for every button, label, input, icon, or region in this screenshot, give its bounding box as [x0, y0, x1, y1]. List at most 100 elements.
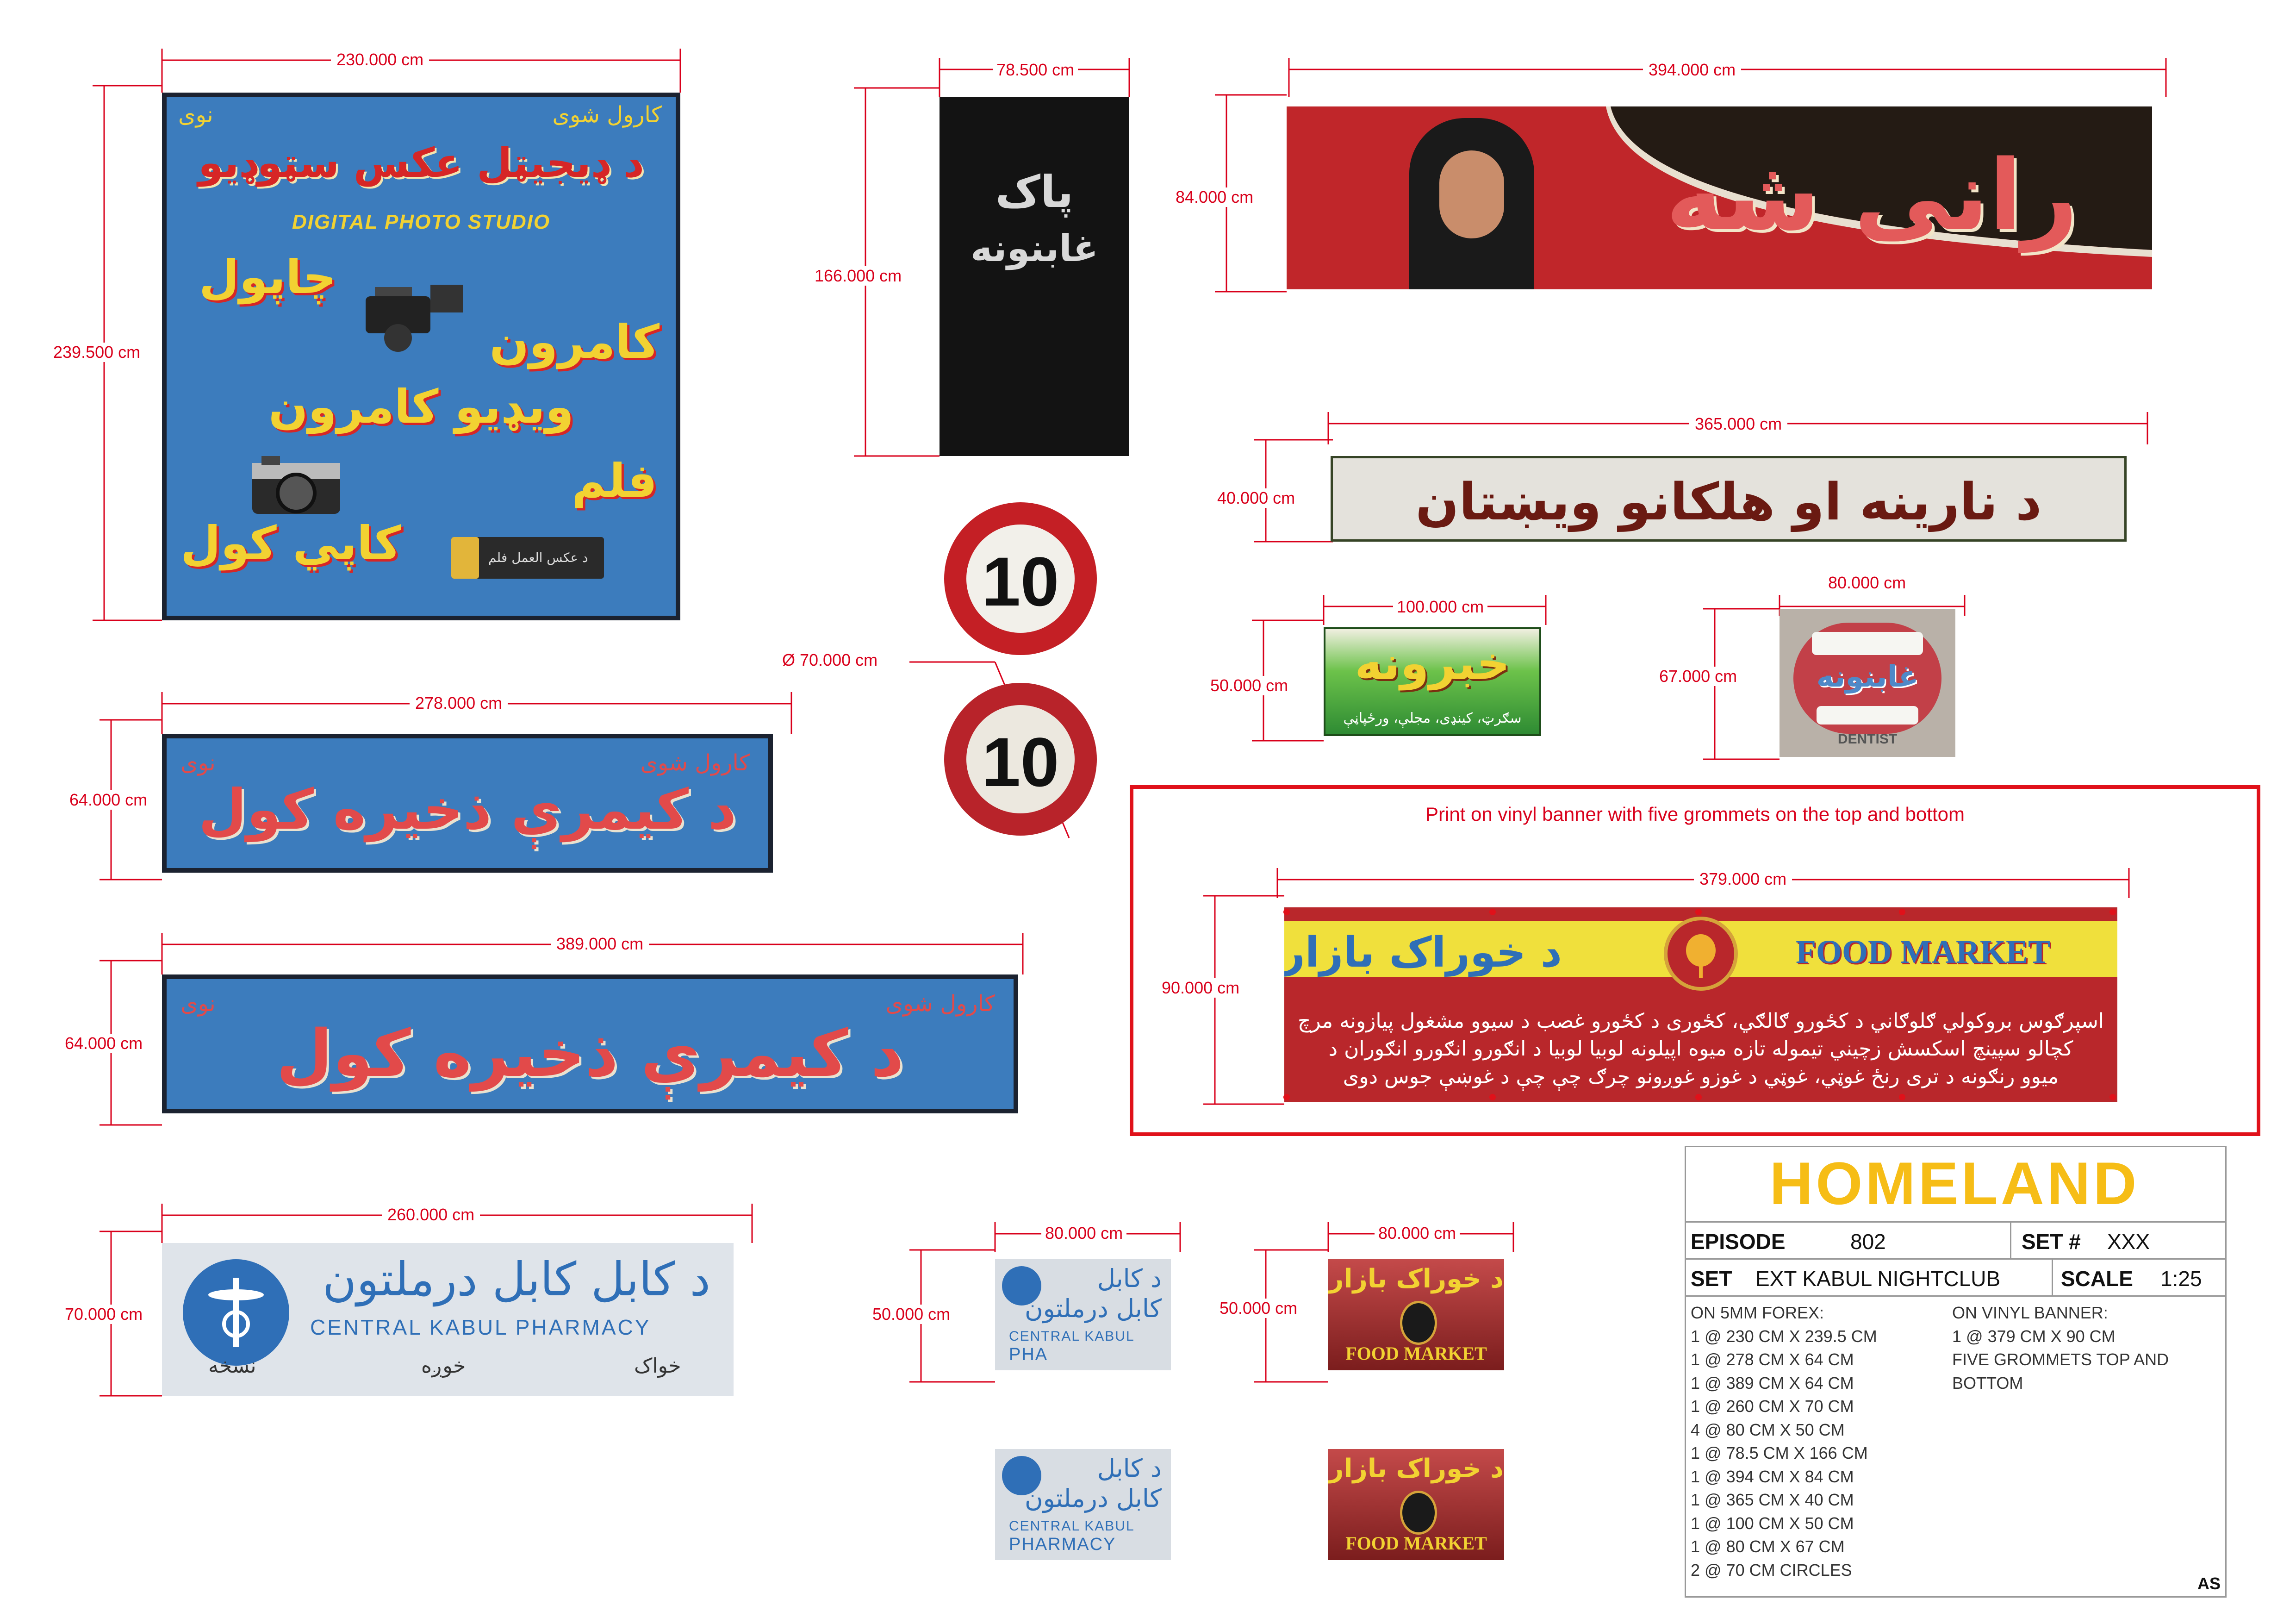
dim-label: 389.000 cm [551, 934, 649, 954]
pharmacy-small-sign: د کابل کابل درملتون CENTRAL KABUL PHA [995, 1259, 1171, 1370]
set-value: EXT KABUL NIGHTCLUB [1755, 1267, 2001, 1291]
barber-sign: د نارینه او هلکانو ویښتان [1331, 456, 2127, 542]
pharmacy-line: د کابل [1097, 1454, 1162, 1483]
tree-emblem-icon [1400, 1301, 1437, 1345]
video-camera-icon [366, 285, 463, 352]
camera-storage-text: د کیمرې ذخیره کول [198, 778, 737, 842]
pharmacy-line: کابل درملتون [1024, 1294, 1162, 1323]
dim-label: 80.000 cm [1828, 573, 1906, 593]
set-number-value: XXX [2107, 1230, 2150, 1254]
title-block: HOMELAND EPISODE 802 SET # XXX SET EXT K… [1685, 1146, 2227, 1598]
dentist-mouth-sign: غابنونه DENTIST [1780, 609, 1955, 757]
forex-item: 1 @ 389 CM X 64 CM [1691, 1373, 1854, 1393]
teeth [1812, 632, 1923, 655]
corner-text: نوی [180, 991, 216, 1017]
speed-limit-sign: 10 [944, 683, 1097, 836]
designer-initials: AS [2197, 1574, 2221, 1593]
tree-emblem-icon [1664, 917, 1738, 991]
food-title: د خوراک بازار [1329, 1264, 1504, 1294]
dim-label: 166.000 cm [815, 266, 902, 286]
dim-label: 379.000 cm [1694, 869, 1792, 889]
pharmacy-line: د کابل [1097, 1264, 1162, 1293]
dentist-en: DENTIST [1837, 731, 1898, 747]
pharmacy-en: CENTRAL KABUL [1009, 1518, 1135, 1534]
corner-text: نوی [180, 750, 216, 776]
scale-label: SCALE [2061, 1267, 2133, 1291]
forex-item: 1 @ 78.5 CM X 166 CM [1691, 1443, 1868, 1462]
dim-label: 40.000 cm [1217, 488, 1295, 508]
pharmacy-en: CENTRAL KABUL PHARMACY [310, 1315, 651, 1339]
forex-item: 1 @ 278 CM X 64 CM [1691, 1350, 1854, 1369]
dim-label: 64.000 cm [65, 1034, 143, 1053]
pharmacy-en: PHARMACY [1009, 1535, 1116, 1554]
teeth [1817, 706, 1918, 725]
pharmacy-bottom: خوږه [421, 1354, 466, 1378]
caduceus-icon [1002, 1266, 1041, 1305]
vinyl-note: Print on vinyl banner with five grommets… [1425, 803, 1965, 825]
studio-subtitle: DIGITAL PHOTO STUDIO [292, 211, 551, 233]
photo-studio-sign: نوی کارول شوی د ډیجیټل عکس سټوډیو DIGITA… [162, 93, 680, 620]
pharmacy-small-sign: د کابل کابل درملتون CENTRAL KABUL PHARMA… [995, 1449, 1171, 1560]
corner-text: کارول شوی [552, 102, 662, 128]
dim-label: Ø 70.000 cm [782, 650, 878, 669]
pharmacy-bottom: نسخه [208, 1354, 256, 1378]
vinyl-item: BOTTOM [1952, 1373, 2023, 1393]
vinyl-list: ON VINYL BANNER: 1 @ 379 CM X 90 CM FIVE… [1952, 1301, 2169, 1395]
forex-header: ON 5MM FOREX: [1691, 1303, 1824, 1322]
dim-label: 230.000 cm [331, 50, 429, 69]
dim-label: 70.000 cm [65, 1305, 143, 1324]
dim-label: 90.000 cm [1162, 978, 1240, 998]
speed-value: 10 [982, 543, 1059, 620]
food-market-small-sign: د خوراک بازار FOOD MARKET [1328, 1449, 1504, 1560]
studio-line: ویډیو کامرون [268, 380, 574, 434]
food-market-small-sign: د خوراک بازار FOOD MARKET [1328, 1259, 1504, 1370]
vinyl-item: 1 @ 379 CM X 90 CM [1952, 1326, 2116, 1346]
pharmacy-en: PHA [1009, 1345, 1048, 1364]
dim-label: 80.000 cm [1041, 1224, 1127, 1243]
banner-title: د خوراک بازار [1284, 928, 1562, 977]
forex-item: 1 @ 260 CM X 70 CM [1691, 1397, 1854, 1416]
pharmacy-sign: د کابل کابل درملتون CENTRAL KABUL PHARMA… [162, 1243, 734, 1396]
forex-item: 4 @ 80 CM X 50 CM [1691, 1420, 1845, 1439]
news-sub: سګرټ، کینډی، مجلې، ورځپاڼې [1343, 710, 1522, 726]
set-row: SET EXT KABUL NIGHTCLUB SCALE 1:25 [1686, 1258, 2225, 1297]
scale-value: 1:25 [2160, 1267, 2202, 1291]
mouth-shape [1793, 623, 1941, 734]
camera-storage-sign: نوی کارول شوی د کیمرې ذخیره کول [162, 734, 773, 873]
banner-line: اسپرګوس بروکولي ګلوګاني د کځورو ګالګي، ک… [1297, 1009, 2104, 1033]
dim-label: 239.500 cm [53, 343, 141, 362]
homeland-logo: HOMELAND [1769, 1149, 2140, 1217]
dim-label: 80.000 cm [1375, 1224, 1460, 1243]
rani-sha-sign: رانی شه [1287, 106, 2152, 289]
dim-label: 50.000 cm [872, 1305, 951, 1324]
dentist-black-sign: پاک غابنونه [940, 97, 1129, 456]
food-en: FOOD MARKET [1345, 1343, 1487, 1364]
camera-storage-sign: نوی کارول شوی د کیمرې ذخیره کول [162, 974, 1018, 1113]
vinyl-item: FIVE GROMMETS TOP AND [1952, 1350, 2169, 1369]
corner-text: کارول شوی [885, 991, 995, 1017]
dim-label: 100.000 cm [1393, 597, 1488, 617]
forex-item: 1 @ 365 CM X 40 CM [1691, 1490, 1854, 1509]
forex-item: 1 @ 230 CM X 239.5 CM [1691, 1326, 1877, 1346]
studio-line: چاپول [199, 250, 336, 304]
dim-label: 278.000 cm [410, 693, 508, 713]
banner-en: FOOD MARKET [1796, 933, 2050, 970]
corner-text: کارول شوی [640, 750, 750, 776]
set-label: SET [1691, 1267, 1732, 1291]
studio-line: کاپي کول [180, 516, 401, 570]
materials-row: ON 5MM FOREX: 1 @ 230 CM X 239.5 CM 1 @ … [1686, 1295, 2225, 1596]
dim-label: 394.000 cm [1643, 60, 1742, 80]
episode-value: 802 [1850, 1230, 1886, 1254]
film-roll-icon: د عکس العمل فلم [451, 537, 604, 579]
speed-value: 10 [982, 723, 1059, 801]
tree-emblem-icon [1400, 1491, 1437, 1535]
news-sign: خبرونه سګرټ، کینډی، مجلې، ورځپاڼې [1324, 627, 1541, 736]
studio-line: کامرون [489, 315, 660, 369]
pharmacy-title: د کابل کابل درملتون [323, 1252, 710, 1306]
camera-icon [252, 456, 340, 514]
barber-text: د نارینه او هلکانو ویښتان [1415, 472, 2042, 531]
woman-portrait [1409, 118, 1534, 289]
speed-limit-sign: 10 [944, 502, 1097, 655]
forex-item: 1 @ 100 CM X 50 CM [1691, 1513, 1854, 1533]
